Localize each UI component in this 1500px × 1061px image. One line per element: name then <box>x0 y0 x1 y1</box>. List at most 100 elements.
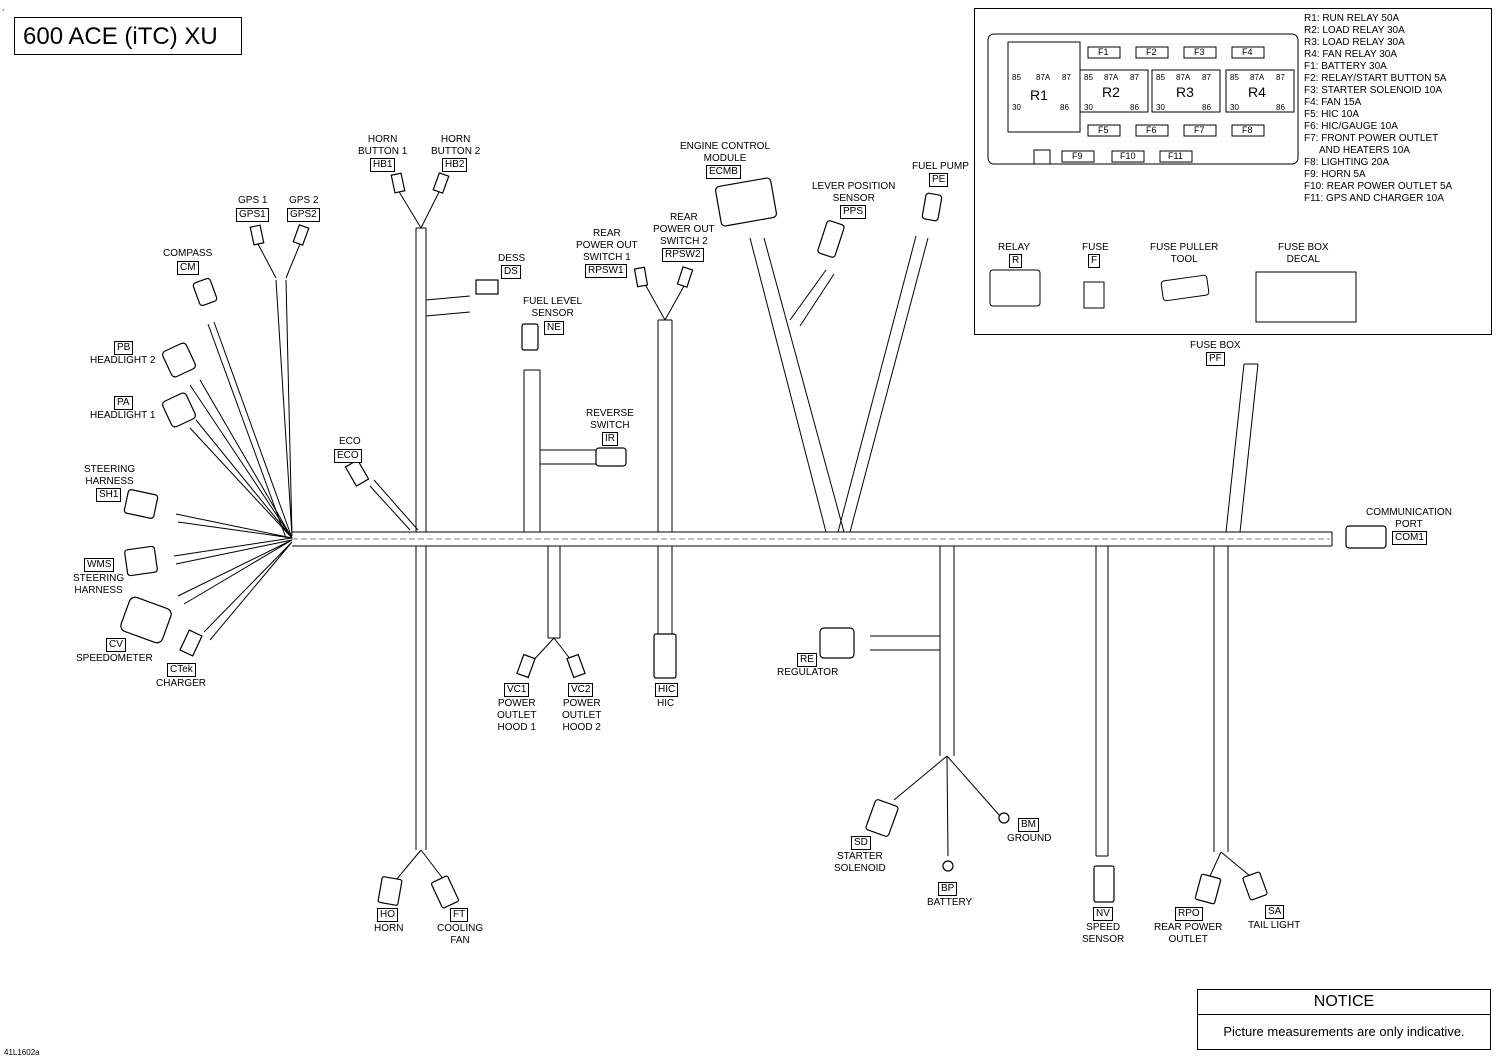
relay-icon <box>989 269 1041 307</box>
eco-wire <box>369 479 419 531</box>
connector-label: LEVER POSITION SENSOR <box>812 181 896 204</box>
fuse-legend-item: R3: LOAD RELAY 30A <box>1304 37 1405 48</box>
gps1-connector-icon <box>249 224 265 246</box>
connector-code: IR <box>602 432 618 446</box>
fuse-slot-f3 <box>1183 46 1217 59</box>
connector-label: HORN BUTTON 2 <box>431 134 481 157</box>
connector-code: HO <box>377 908 398 922</box>
cooling-fan-connector-icon <box>430 875 460 909</box>
connector-code: PB <box>114 341 134 355</box>
reverse-switch-connector-icon <box>595 447 627 467</box>
connector-label: STEERING HARNESS <box>73 573 125 596</box>
relay-label-r4: R4 <box>1248 84 1266 100</box>
gps-split-wire <box>257 243 301 279</box>
connector-label: HEADLIGHT 1 <box>90 410 156 421</box>
notice-text: Picture measurements are only indicative… <box>1223 1024 1465 1039</box>
connector-code: NE <box>544 321 564 335</box>
left-branch-wires <box>173 279 293 641</box>
relay-pin-label: 87A <box>1104 73 1119 82</box>
relay-pin-label: 87A <box>1250 73 1265 82</box>
fuse-label-f2: F2 <box>1146 47 1157 57</box>
connector-label: SPEEDOMETER <box>76 653 153 664</box>
connector-code: HB2 <box>442 158 468 172</box>
fuse-legend-item: F9: HORN 5A <box>1304 169 1366 180</box>
relay-pin-label: 30 <box>1084 103 1093 112</box>
connector-code: HIC <box>655 683 679 697</box>
relay-slot-r4 <box>1225 69 1295 113</box>
fuse-label-f1: F1 <box>1098 47 1109 57</box>
connector-code: PE <box>929 173 949 187</box>
fuse-label-f11: F11 <box>1168 151 1183 161</box>
fuse-legend-item: F2: RELAY/START BUTTON 5A <box>1304 73 1447 84</box>
relay-pin-label: 87 <box>1130 73 1139 82</box>
relay-pin-label: 87 <box>1202 73 1211 82</box>
fuse-box-wire <box>1225 363 1259 533</box>
connector-label: COOLING FAN <box>437 923 484 946</box>
fuse-label-f8: F8 <box>1242 125 1253 135</box>
fuse-slot-f10 <box>1111 150 1145 163</box>
connector-code: RPSW1 <box>585 264 627 278</box>
fuse-legend-item: AND HEATERS 10A <box>1319 145 1410 156</box>
connector-label: POWER OUTLET HOOD 2 <box>562 698 602 733</box>
connector-code: FT <box>450 908 469 922</box>
fuse-box-clip <box>1033 149 1051 165</box>
relay-pin-label: 86 <box>1130 103 1139 112</box>
fuse-label-f5: F5 <box>1098 125 1109 135</box>
connector-code: RPO <box>1175 907 1203 921</box>
connector-code: PPS <box>840 205 867 219</box>
diagram-title: 600 ACE (iTC) XU <box>14 17 242 55</box>
battery-wires <box>870 546 1001 857</box>
ground-terminal-icon <box>998 812 1010 824</box>
relay-pin-label: 85 <box>1084 73 1093 82</box>
fuel-pump-connector-icon <box>921 192 943 222</box>
accessory-label: FUSE PULLER TOOL <box>1150 242 1219 265</box>
accessory-label: RELAY <box>998 242 1031 253</box>
connector-label: HEADLIGHT 2 <box>90 355 156 366</box>
speedometer-connector-icon <box>120 596 172 644</box>
relay-label-r2: R2 <box>1102 84 1120 100</box>
fuse-box-panel <box>974 8 1492 335</box>
ecm-connector-icon <box>714 177 778 227</box>
regulator-connector-icon <box>819 627 855 659</box>
relay-pin-label: 30 <box>1012 103 1021 112</box>
starter-solenoid-connector-icon <box>865 799 899 837</box>
connector-label: COMPASS <box>163 248 213 259</box>
connector-code: RPSW2 <box>662 248 704 262</box>
connector-label: ECO <box>339 436 361 447</box>
fuse-label-f6: F6 <box>1146 125 1157 135</box>
fuse-label-f4: F4 <box>1242 47 1253 57</box>
connector-code: DS <box>501 265 521 279</box>
speed-sensor-connector-icon <box>1093 865 1115 903</box>
connector-label: SPEED SENSOR <box>1082 922 1125 945</box>
connector-label: BATTERY <box>927 897 973 908</box>
connector-code: PF <box>1206 352 1225 366</box>
battery-terminal-icon <box>942 860 954 872</box>
fuse-legend-item: F8: LIGHTING 20A <box>1304 157 1390 168</box>
compass-connector-icon <box>192 277 218 307</box>
fuse-slot-f5 <box>1087 124 1121 137</box>
connector-code: WMS <box>84 558 115 572</box>
eco-connector-icon <box>344 459 370 487</box>
fuse-slot-f11 <box>1159 150 1193 163</box>
connector-code: VC2 <box>568 683 594 697</box>
relay-pin-label: 30 <box>1156 103 1165 112</box>
hb1-connector-icon <box>390 172 406 194</box>
connector-code: GPS1 <box>236 208 269 222</box>
tail-light-connector-icon <box>1242 871 1268 901</box>
rear-power-outlet-connector-icon <box>1194 873 1222 905</box>
accessory-code: F <box>1088 254 1101 268</box>
connector-label: REAR POWER OUTLET <box>1154 922 1223 945</box>
steering-harness-2-icon <box>124 545 158 577</box>
connector-label: TAIL LIGHT <box>1248 920 1301 931</box>
fuse-label-f7: F7 <box>1194 125 1205 135</box>
fuse-legend-item: R1: RUN RELAY 50A <box>1304 13 1400 24</box>
headlight2-connector-icon <box>162 342 196 378</box>
fuse-slot-f6 <box>1135 124 1169 137</box>
speed-sensor-wire <box>1095 546 1109 857</box>
connector-code: NV <box>1093 907 1113 921</box>
hb2-connector-icon <box>432 172 450 194</box>
connector-label: REGULATOR <box>777 667 839 678</box>
connector-label: HIC <box>657 698 675 709</box>
